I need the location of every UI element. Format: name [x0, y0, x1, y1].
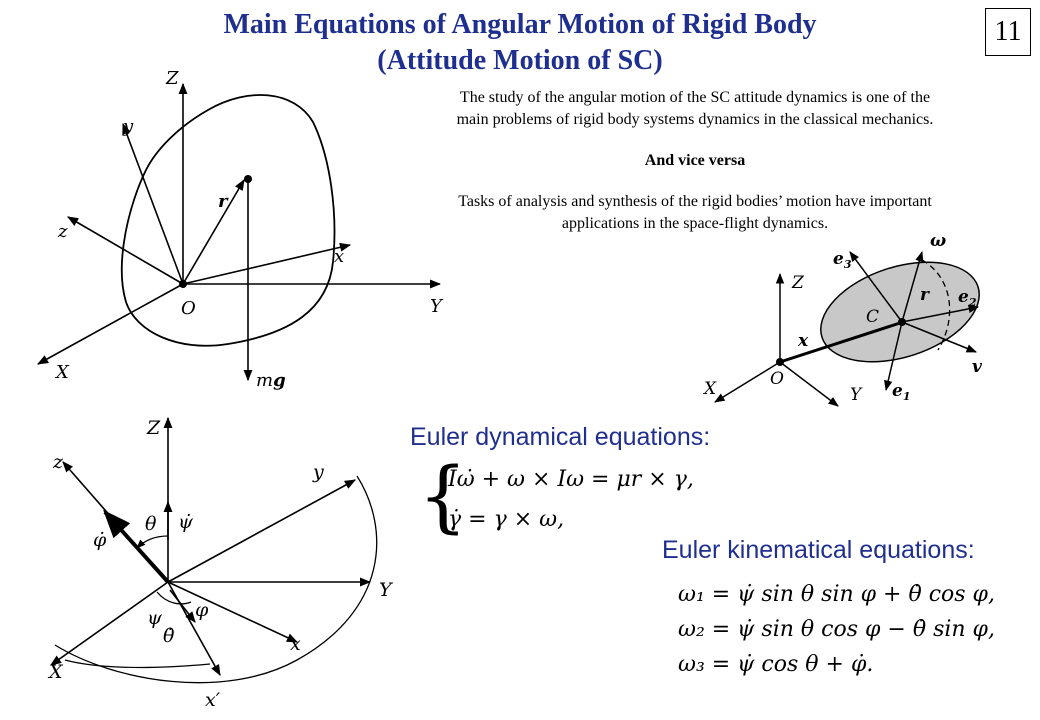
kinematics-equation-2: ω₂ = ψ̇ sin θ cos φ − θ̇ sin φ, — [678, 617, 995, 642]
label-x: x — [334, 246, 344, 267]
tasks-paragraph: Tasks of analysis and synthesis of the r… — [360, 191, 1030, 235]
tasks-line-2: applications in the space-flight dynamic… — [561, 215, 829, 232]
theta-arc — [136, 535, 169, 549]
label-phi: φ — [195, 599, 209, 621]
spacecraft-figure: ω e3 Z r e2 C x O X Y e1 v — [702, 231, 983, 407]
label-Z-euler: Z — [146, 417, 161, 439]
equation-brace: { — [418, 452, 468, 542]
intro-line-1: The study of the angular motion of the S… — [459, 89, 931, 106]
label-x-sc: x — [797, 331, 809, 351]
label-x-euler: x — [290, 633, 301, 655]
axis-z — [67, 216, 184, 285]
velocity-vector — [901, 321, 977, 353]
axis-e2 — [901, 304, 980, 323]
sc-origin-point — [776, 358, 784, 366]
label-xprime-euler: x′ — [205, 689, 221, 711]
label-z: z — [57, 221, 68, 242]
vector-r — [182, 179, 245, 285]
label-O: O — [181, 298, 196, 319]
theta-dot-vector — [169, 589, 196, 623]
label-v: v — [972, 357, 983, 377]
axis-x-euler — [167, 581, 299, 643]
label-X: X — [54, 362, 70, 383]
kinematics-heading: Euler kinematical equations: — [662, 536, 975, 564]
axis-Y-sc — [779, 361, 839, 407]
kinematics-equation-3: ω₃ = ψ̇ cos θ + φ̇. — [678, 652, 874, 677]
rotation-arc-outer — [54, 475, 378, 684]
axis-y-euler — [167, 479, 356, 583]
label-e3: e3 — [833, 249, 852, 271]
slide-title-line2: (Attitude Motion of SC) — [377, 45, 663, 76]
label-Z-sc: Z — [791, 273, 805, 293]
label-phi-dot: φ̇ — [93, 529, 107, 551]
intro-line-2: main problems of rigid body systems dyna… — [456, 111, 934, 128]
angular-velocity-vector — [901, 250, 924, 323]
label-r: r — [218, 191, 229, 212]
label-Y: Y — [430, 296, 444, 317]
intro-paragraph: The study of the angular motion of the S… — [360, 87, 1030, 131]
axis-X — [37, 283, 184, 365]
phi-dot-vector — [103, 509, 170, 584]
dynamics-heading: Euler dynamical equations: — [410, 423, 711, 451]
label-z-euler: z — [52, 451, 64, 473]
axis-X-euler — [50, 581, 169, 666]
label-O-sc: O — [770, 369, 784, 389]
label-X-sc: X — [702, 379, 717, 399]
dynamics-equation-2: γ̇ = γ × ω, — [448, 507, 565, 532]
label-e1: e1 — [892, 381, 910, 403]
label-Y-sc: Y — [850, 385, 863, 405]
label-psi-dot: ψ̇ — [178, 511, 194, 533]
rotation-arc-lower — [64, 659, 211, 669]
dynamics-equation-1: Iω̇ + ω × Iω = μr × γ, — [448, 467, 694, 492]
label-y: y — [122, 116, 134, 137]
slide-title-line1: Main Equations of Angular Motion of Rigi… — [223, 9, 817, 40]
label-theta: θ — [145, 513, 157, 535]
axis-X-sc — [714, 361, 781, 403]
axis-e3 — [849, 251, 903, 323]
slide-number: 11 — [985, 8, 1031, 56]
axis-xprime-euler — [167, 581, 221, 676]
label-theta-dot: θ̇ — [163, 625, 175, 647]
position-vector-x — [779, 321, 901, 364]
tasks-line-1: Tasks of analysis and synthesis of the r… — [458, 193, 932, 210]
mass-center-point — [244, 175, 252, 183]
label-X-euler: X — [47, 661, 64, 683]
label-omega: ω — [930, 231, 946, 251]
kinematics-equation-1: ω₁ = ψ̇ sin θ sin φ + θ̇ cos φ, — [678, 582, 995, 607]
psi-arc — [156, 591, 192, 605]
label-y-euler: y — [312, 461, 324, 483]
label-mg: mg — [256, 370, 286, 391]
label-C: C — [866, 307, 879, 327]
label-Z: Z — [165, 68, 179, 89]
euler-angles-figure: Z z y φ̇ θ ψ̇ Y ψ φ θ̇ x X x′ — [47, 416, 394, 711]
sc-center-point — [898, 318, 906, 326]
axis-x — [182, 242, 352, 285]
axis-y — [122, 122, 184, 285]
origin-point — [179, 280, 187, 288]
label-Y-euler: Y — [379, 579, 394, 601]
label-e2: e2 — [958, 287, 977, 309]
label-r-sc: r — [920, 285, 930, 305]
body-outline — [120, 94, 336, 347]
vice-versa-text: And vice versa — [644, 152, 746, 169]
axis-e1 — [884, 321, 903, 392]
label-psi: ψ — [147, 607, 163, 629]
rigid-body-figure: Z y z x Y X O r mg — [37, 68, 444, 391]
